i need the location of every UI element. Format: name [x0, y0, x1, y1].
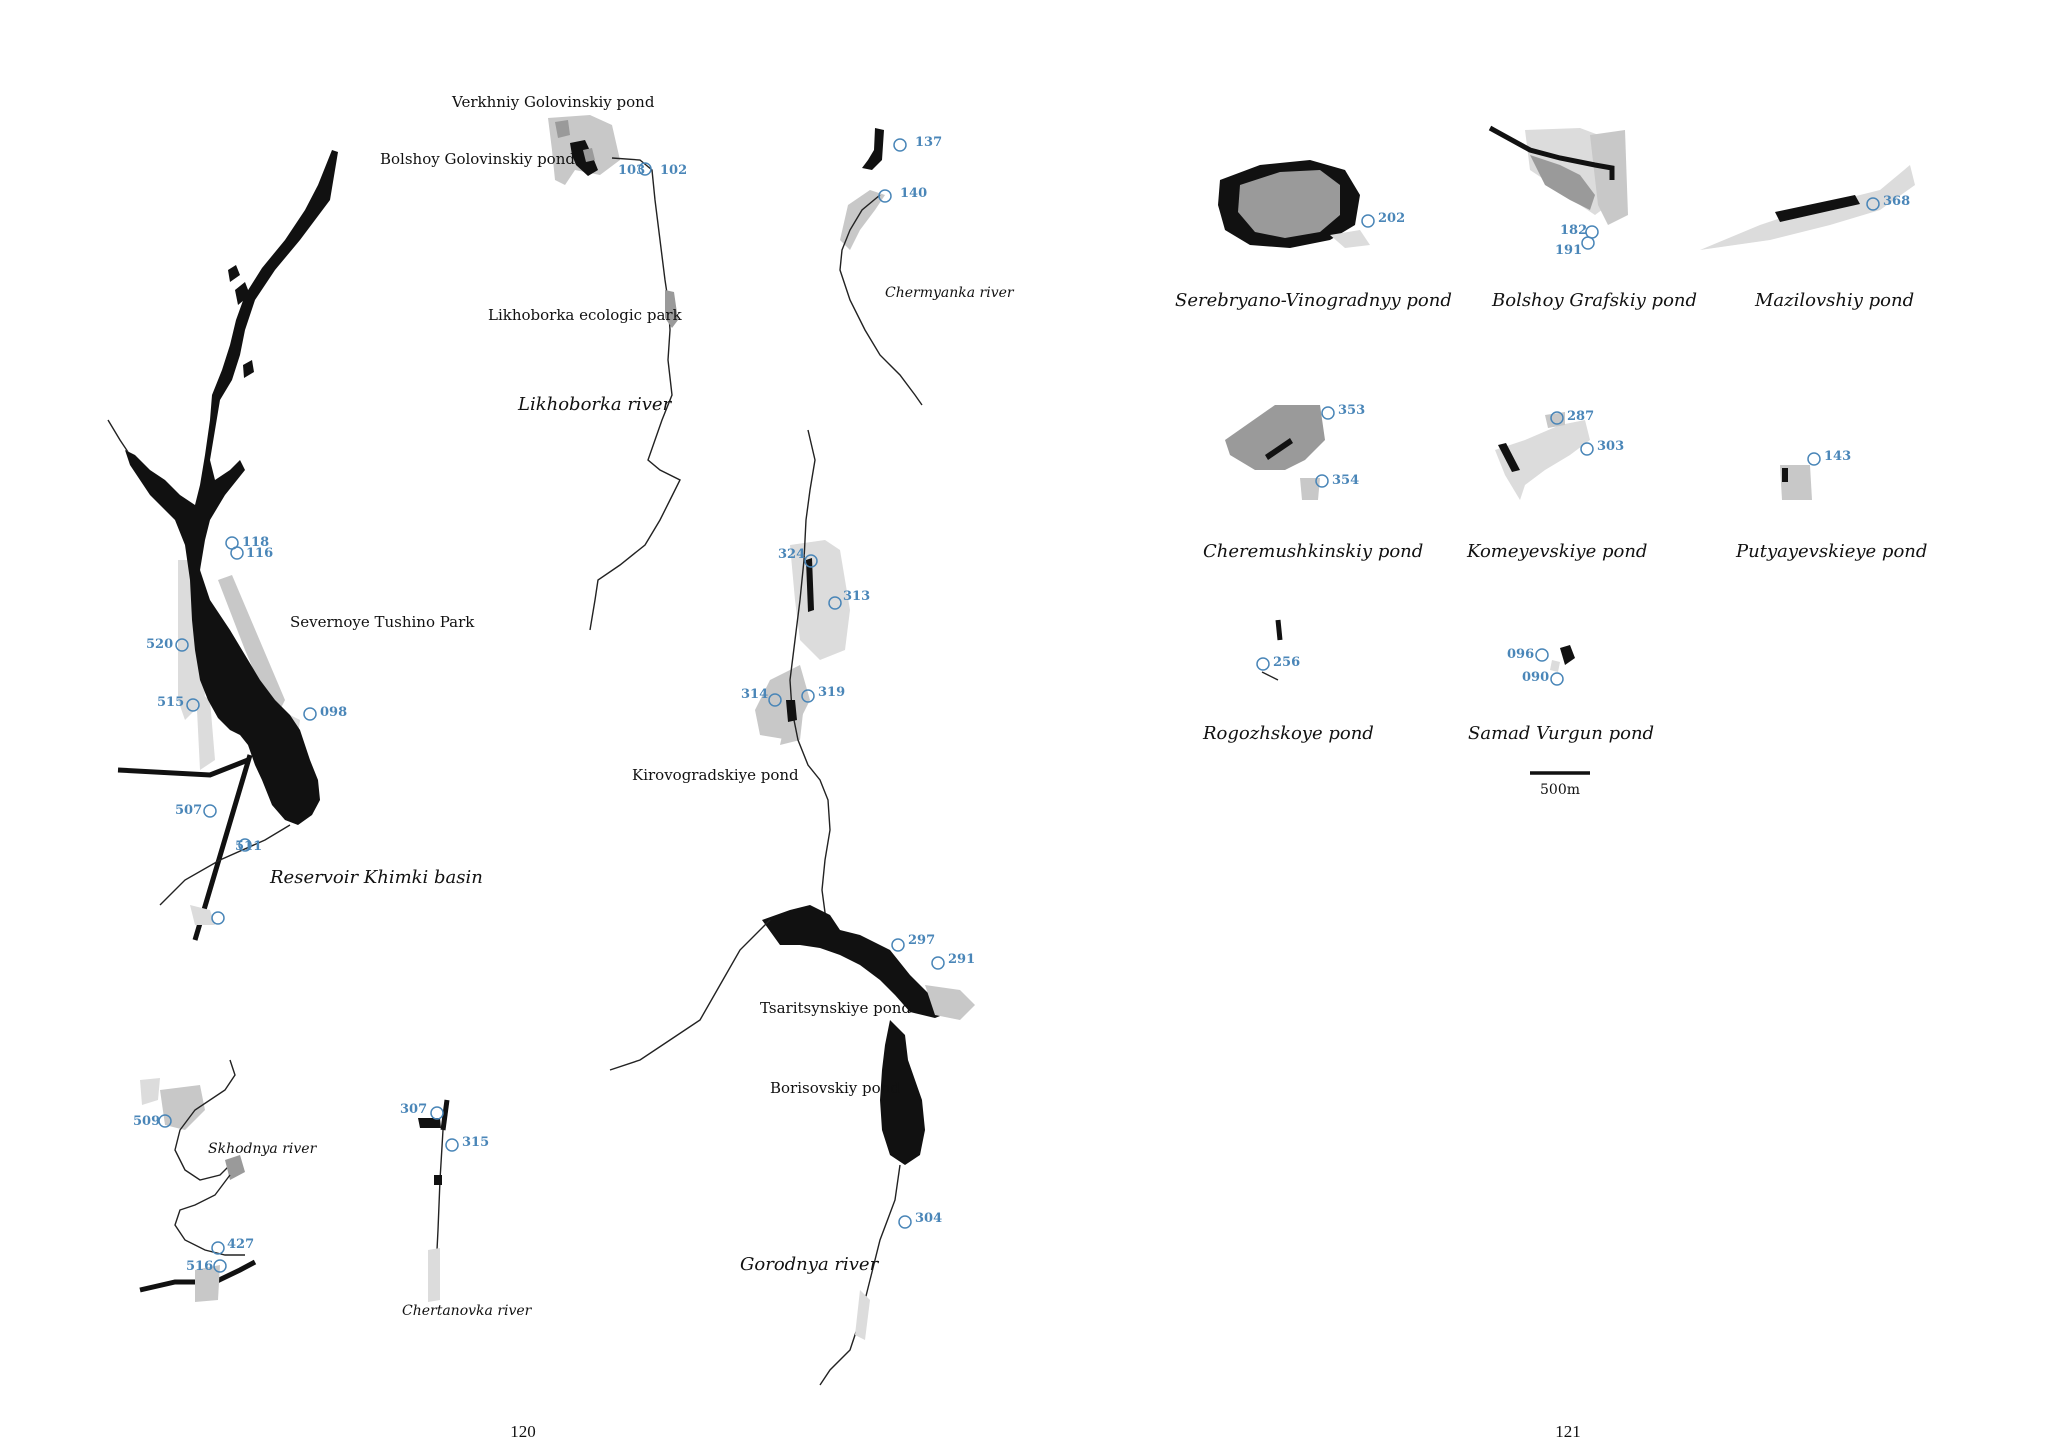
site-numbers: 103 102 137 140 118 116 520 515 098 507 … [133, 135, 1910, 1274]
page-number-left: 120 [510, 1422, 536, 1441]
site-516: 516 [186, 1259, 213, 1274]
label-kirovogradskiye: Kirovogradskiye pond [632, 766, 799, 784]
chertanovka-map [418, 1099, 450, 1302]
site-291: 291 [948, 952, 975, 967]
site-319: 319 [818, 685, 845, 700]
site-143: 143 [1824, 449, 1851, 464]
site-353: 353 [1338, 403, 1365, 418]
label-borisovskiy: Borisovskiy pond [770, 1079, 900, 1097]
site-markers [158, 138, 1880, 1273]
scale-bar: 500m [1530, 771, 1590, 798]
putyayevskieye-map [1780, 465, 1812, 500]
site-354: 354 [1332, 473, 1359, 488]
serebryano-map [1218, 160, 1370, 248]
site-313: 313 [843, 589, 870, 604]
label-verkhniy-golovinskiy: Verkhniy Golovinskiy pond [451, 93, 655, 111]
mazilovshiy-map [1700, 165, 1915, 250]
site-520: 520 [146, 637, 173, 652]
label-khimki-basin: Reservoir Khimki basin [269, 867, 483, 888]
site-118: 118 [242, 535, 269, 550]
cheremushkinskiy-map [1225, 405, 1325, 500]
label-chertanovka-river: Chertanovka river [402, 1303, 533, 1319]
label-skhodnya-river: Skhodnya river [208, 1141, 318, 1157]
site-303: 303 [1597, 439, 1624, 454]
site-304: 304 [915, 1211, 942, 1226]
komeyevskiye-map [1495, 412, 1590, 500]
gorodnya-map [609, 429, 975, 1386]
site-287: 287 [1567, 409, 1594, 424]
site-509: 509 [133, 1114, 160, 1129]
site-098: 098 [320, 705, 347, 720]
site-140: 140 [900, 186, 927, 201]
label-putyayevskieye: Putyayevskieye pond [1735, 541, 1927, 562]
samad-vurgun-map [1550, 645, 1575, 672]
label-bolshoy-golovinskiy: Bolshoy Golovinskiy pond [380, 150, 575, 168]
site-427: 427 [227, 1237, 254, 1252]
site-202: 202 [1378, 211, 1405, 226]
label-likhoborka-park: Likhoborka ecologic park [488, 306, 683, 324]
site-182: 182 [1560, 223, 1587, 238]
site-102: 102 [660, 163, 687, 178]
site-116: 116 [246, 546, 273, 561]
site-368: 368 [1883, 194, 1910, 209]
label-cheremushkinskiy: Cheremushkinskiy pond [1203, 541, 1423, 562]
label-chermyanka-river: Chermyanka river [885, 285, 1015, 301]
label-gorodnya-river: Gorodnya river [740, 1254, 880, 1275]
label-komeyevskiye: Komeyevskiye pond [1466, 541, 1647, 562]
site-515: 515 [157, 695, 184, 710]
label-samad-vurgun: Samad Vurgun pond [1468, 723, 1654, 744]
place-labels: Verkhniy Golovinskiy pond Bolshoy Golovi… [208, 93, 1927, 1319]
site-507: 507 [175, 803, 202, 818]
site-314: 314 [741, 687, 768, 702]
site-090: 090 [1522, 670, 1549, 685]
bolshoy-grafskiy-map [1488, 125, 1628, 225]
rogozhskoye-map [1261, 619, 1283, 681]
site-103: 103 [618, 163, 645, 178]
label-rogozhskoye: Rogozhskoye pond [1202, 723, 1374, 744]
label-tsaritsynskiye: Tsaritsynskiye pond [760, 999, 911, 1017]
site-297: 297 [908, 933, 935, 948]
label-serebryano: Serebryano-Vinogradnyy pond [1175, 290, 1452, 311]
chermyanka-map [839, 128, 923, 406]
site-191: 191 [1555, 243, 1582, 258]
site-137: 137 [915, 135, 942, 150]
site-324: 324 [778, 547, 805, 562]
site-256: 256 [1273, 655, 1300, 670]
site-096: 096 [1507, 647, 1534, 662]
khimki-basin-map [107, 150, 338, 941]
label-severnoye-tushino: Severnoye Tushino Park [290, 613, 475, 631]
label-bolshoy-grafskiy: Bolshoy Grafskiy pond [1491, 290, 1697, 311]
label-mazilovshiy: Mazilovshiy pond [1754, 290, 1914, 311]
page-number-right: 121 [1555, 1422, 1581, 1441]
site-315: 315 [462, 1135, 489, 1150]
likhoborka-map [548, 115, 681, 631]
scale-label: 500m [1540, 782, 1580, 798]
site-307: 307 [400, 1102, 427, 1117]
site-511: 511 [235, 839, 262, 854]
label-likhoborka-river: Likhoborka river [517, 394, 673, 415]
